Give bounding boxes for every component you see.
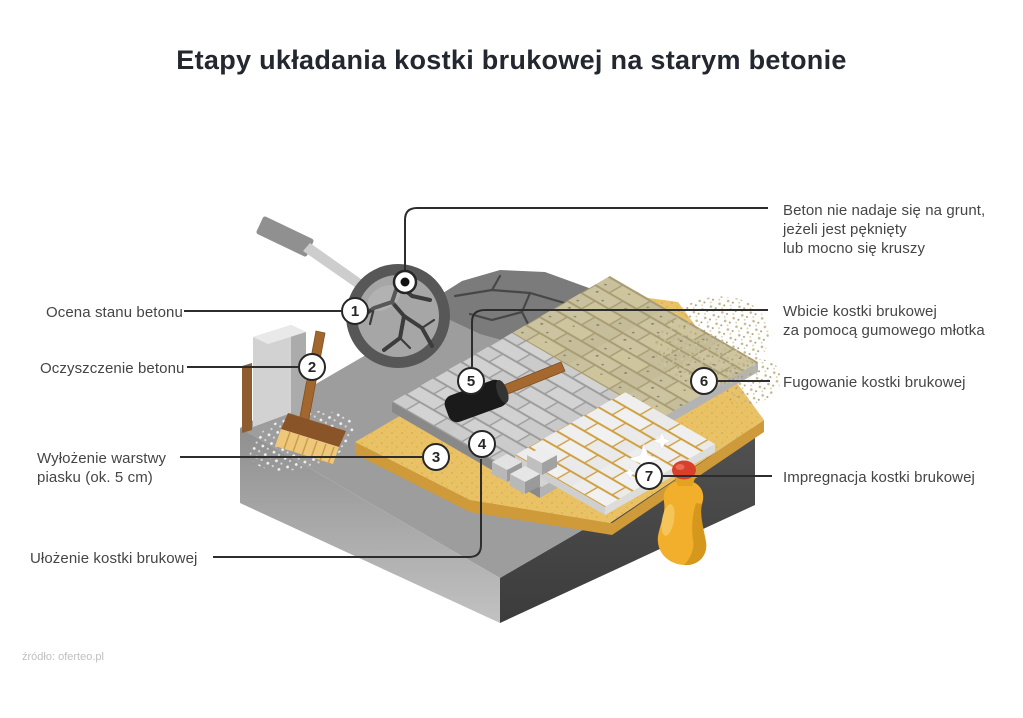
connector-step-4 [213,459,482,558]
note-anchor-dot [392,269,418,295]
step-label-4: Ułożenie kostki brukowej [30,550,198,567]
magnifying-glass-icon [256,216,450,368]
connector-lines [180,207,772,558]
source-credit: źródło: oferteo.pl [22,651,104,663]
step-marker-7: 7 [635,462,663,490]
loose-pavers [492,447,557,494]
step-marker-4: 4 [468,430,496,458]
step-label-5: Wbicie kostki brukowej za pomocą gumoweg… [783,303,985,339]
step-label-1: Ocena stanu betonu [46,304,183,321]
step-label-6: Fugowanie kostki brukowej [783,374,966,391]
step-marker-2: 2 [298,353,326,381]
step-label-3: Wyłożenie warstwy piasku (ok. 5 cm) [37,450,167,486]
step-label-2: Oczyszczenie betonu [40,360,185,377]
spray-bottle-icon [657,460,707,566]
step-marker-5: 5 [457,367,485,395]
step-marker-6: 6 [690,367,718,395]
page-title: Etapy układania kostki brukowej na stary… [176,45,847,75]
connector-note [404,207,768,270]
rubber-mallet-icon [444,361,566,423]
step-label-7: Impregnacja kostki brukowej [783,469,975,486]
connector-step-5 [471,309,768,367]
step-marker-3: 3 [422,443,450,471]
note-label: Beton nie nadaje się na grunt, jeżeli je… [783,202,986,257]
step-marker-1: 1 [341,297,369,325]
